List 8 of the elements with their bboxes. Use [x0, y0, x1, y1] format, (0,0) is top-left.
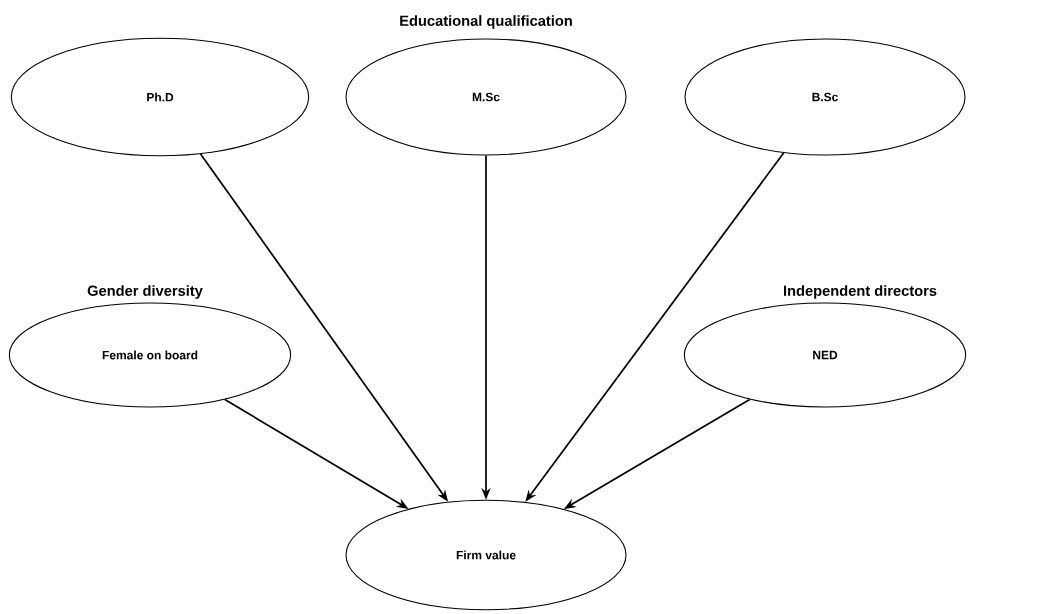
- ellipse-node: Ph.D: [10, 37, 310, 157]
- ellipse-node: Firm value: [345, 499, 627, 611]
- group-heading: Independent directors: [784, 285, 937, 299]
- ellipse-node: Female on board: [8, 302, 292, 408]
- ellipse-node: B.Sc: [684, 38, 966, 156]
- ellipse-node: M.Sc: [345, 38, 627, 156]
- group-heading: Gender diversity: [87, 285, 203, 299]
- ellipse-node: NED: [683, 302, 967, 408]
